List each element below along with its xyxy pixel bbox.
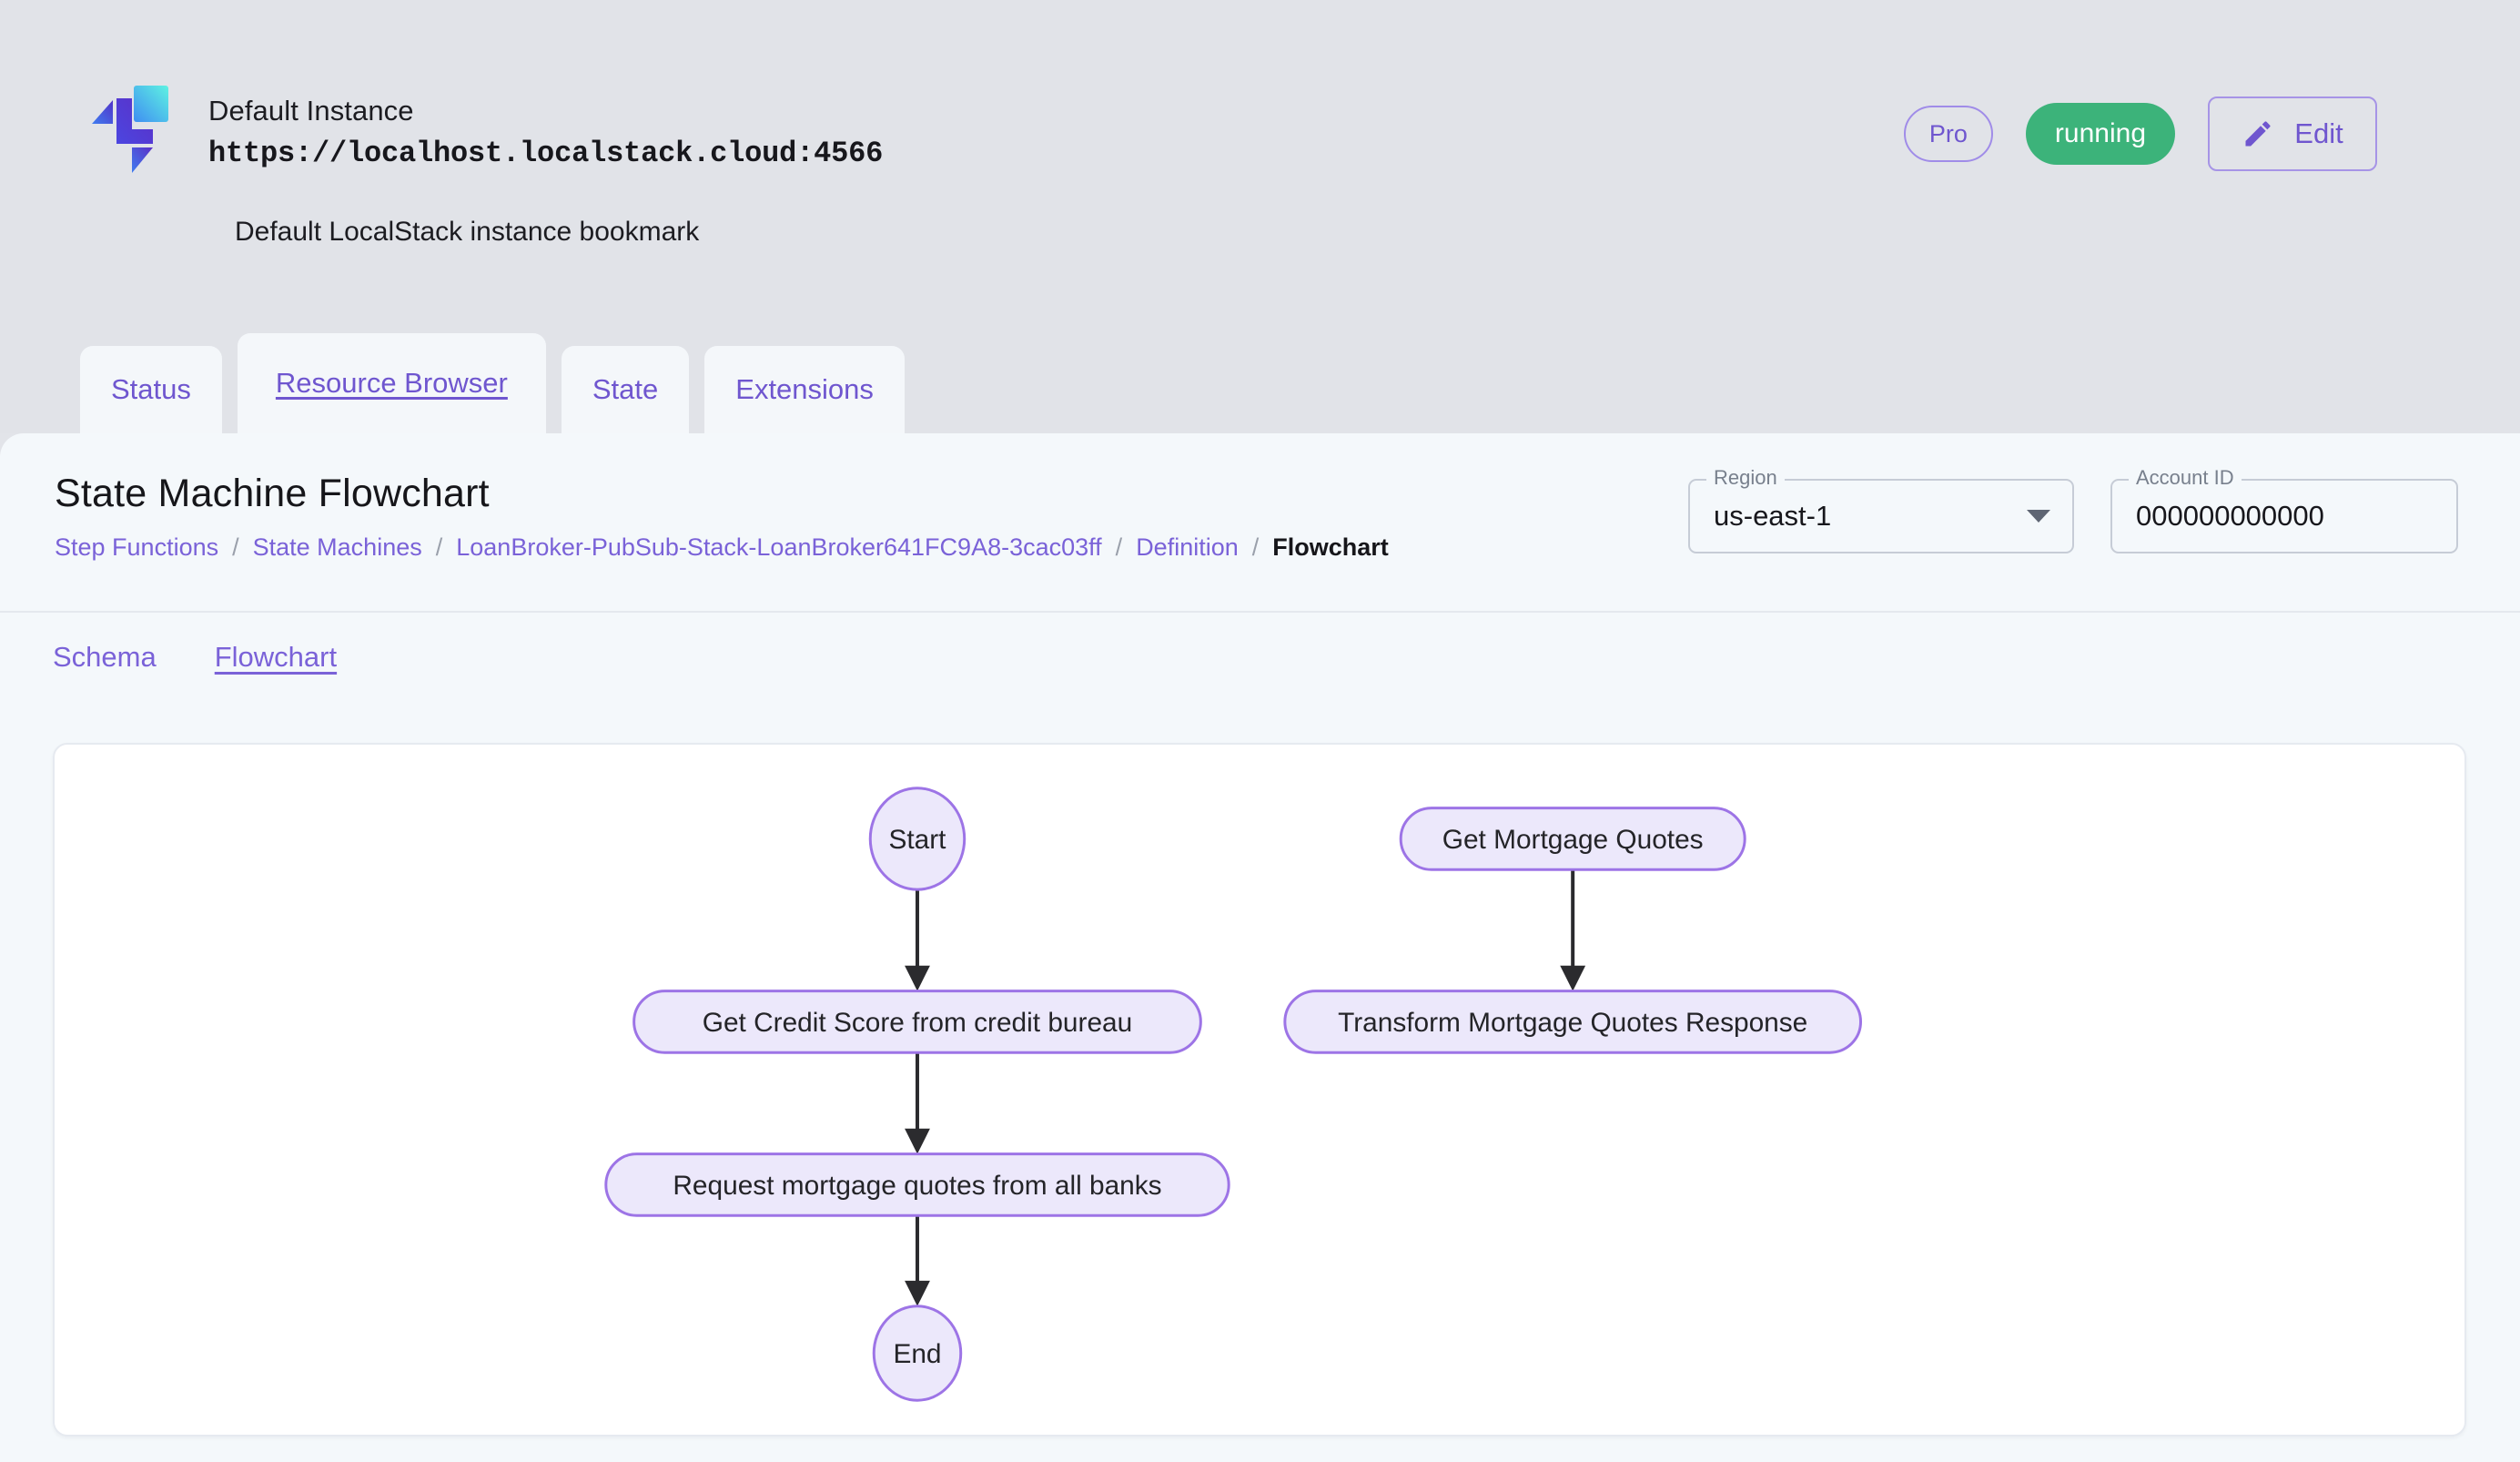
account-id-field[interactable]: Account ID 000000000000 xyxy=(2110,468,2458,553)
breadcrumb-separator: / xyxy=(232,533,239,561)
region-label: Region xyxy=(1706,468,1785,488)
flowchart-node-get-mortgage-quotes-label: Get Mortgage Quotes xyxy=(1442,825,1704,855)
edit-button[interactable]: Edit xyxy=(2208,96,2377,171)
breadcrumb: Step Functions / State Machines / LoanBr… xyxy=(55,533,1389,562)
breadcrumb-item-state-machine-name[interactable]: LoanBroker-PubSub-Stack-LoanBroker641FC9… xyxy=(456,533,1102,561)
sub-tabs: Schema Flowchart xyxy=(53,641,337,674)
tab-state-label: State xyxy=(592,373,659,405)
instance-description: Default LocalStack instance bookmark xyxy=(235,217,700,247)
account-id-label: Account ID xyxy=(2129,468,2242,488)
instance-name: Default Instance xyxy=(208,95,414,127)
region-select[interactable]: Region us-east-1 xyxy=(1688,468,2074,553)
tab-status[interactable]: Status xyxy=(80,346,222,433)
flowchart-node-get-mortgage-quotes[interactable]: Get Mortgage Quotes xyxy=(1399,807,1746,871)
flowchart-node-request-quotes-label: Request mortgage quotes from all banks xyxy=(673,1171,1161,1201)
status-badge: running xyxy=(2025,103,2175,165)
flowchart-node-transform-response[interactable]: Transform Mortgage Quotes Response xyxy=(1283,990,1863,1054)
header-actions: Pro running Edit xyxy=(1903,96,2377,171)
breadcrumb-separator: / xyxy=(1251,533,1260,561)
flowchart-node-get-credit-score-label: Get Credit Score from credit bureau xyxy=(703,1008,1132,1038)
page-title: State Machine Flowchart xyxy=(55,472,490,515)
context-controls: Region us-east-1 Account ID 000000000000 xyxy=(1688,468,2458,553)
edit-button-label: Edit xyxy=(2294,117,2343,149)
app-header: Default Instance https://localhost.local… xyxy=(0,0,2520,433)
flowchart-node-transform-response-label: Transform Mortgage Quotes Response xyxy=(1338,1008,1807,1038)
instance-brand: Default Instance https://localhost.local… xyxy=(86,80,883,182)
edge-get-quotes-to-transform xyxy=(1560,869,1586,991)
region-value: us-east-1 xyxy=(1714,500,1832,532)
page-header: State Machine Flowchart Step Functions /… xyxy=(0,433,2520,613)
breadcrumb-item-step-functions[interactable]: Step Functions xyxy=(55,533,219,561)
tab-status-label: Status xyxy=(111,373,191,405)
edge-start-to-credit xyxy=(905,889,930,991)
edge-credit-to-request xyxy=(905,1052,930,1154)
account-id-value: 000000000000 xyxy=(2136,500,2324,532)
flowchart-node-end[interactable]: End xyxy=(872,1305,963,1402)
flowchart-node-get-credit-score[interactable]: Get Credit Score from credit bureau xyxy=(633,990,1202,1054)
tab-extensions[interactable]: Extensions xyxy=(704,346,905,433)
breadcrumb-item-definition[interactable]: Definition xyxy=(1136,533,1239,561)
tab-extensions-label: Extensions xyxy=(735,373,874,405)
instance-url: https://localhost.localstack.cloud:4566 xyxy=(208,136,884,170)
breadcrumb-separator: / xyxy=(1115,533,1123,561)
localstack-logo-icon xyxy=(86,80,174,182)
flowchart-node-end-label: End xyxy=(893,1339,941,1369)
flowchart-node-start[interactable]: Start xyxy=(868,787,967,891)
breadcrumb-separator: / xyxy=(435,533,443,561)
chevron-down-icon xyxy=(2027,510,2050,523)
flowchart-node-request-quotes[interactable]: Request mortgage quotes from all banks xyxy=(604,1152,1230,1217)
pro-badge: Pro xyxy=(1903,106,1993,162)
breadcrumb-item-flowchart: Flowchart xyxy=(1272,533,1389,561)
flowchart-diagram[interactable]: Start Get Credit Score from credit burea… xyxy=(55,745,2464,1435)
tab-resource-browser-label: Resource Browser xyxy=(275,367,508,399)
flowchart-card[interactable]: Start Get Credit Score from credit burea… xyxy=(53,743,2466,1437)
header-divider xyxy=(0,611,2520,613)
tab-state[interactable]: State xyxy=(561,346,690,433)
edge-request-to-end xyxy=(905,1215,930,1306)
breadcrumb-item-state-machines[interactable]: State Machines xyxy=(252,533,422,561)
tab-resource-browser[interactable]: Resource Browser xyxy=(237,333,546,433)
flowchart-node-start-label: Start xyxy=(888,825,946,855)
pencil-icon xyxy=(2242,117,2274,150)
main-tabs: Status Resource Browser State Extensions xyxy=(80,333,905,433)
content-panel: State Machine Flowchart Step Functions /… xyxy=(0,433,2520,1462)
subtab-flowchart[interactable]: Flowchart xyxy=(214,641,338,673)
subtab-schema[interactable]: Schema xyxy=(53,641,157,673)
